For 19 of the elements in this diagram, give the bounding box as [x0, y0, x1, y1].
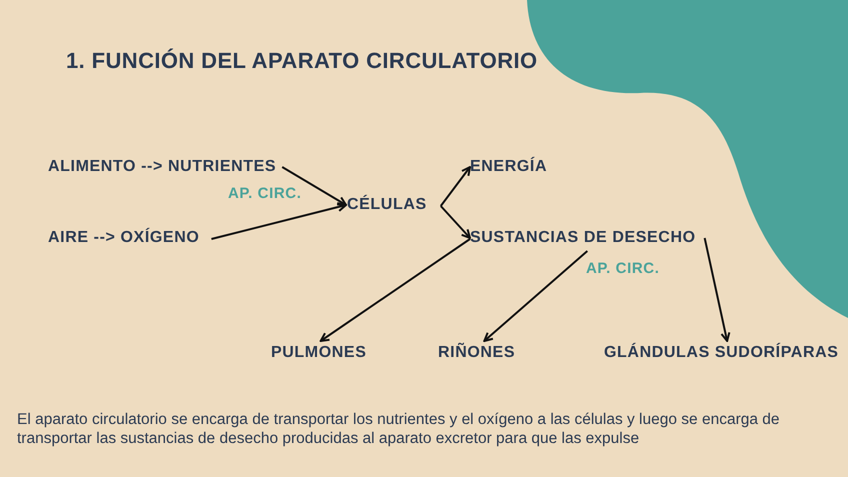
arrow — [282, 166, 347, 206]
arrow — [320, 238, 471, 342]
annotation-label: AP. CIRC. — [228, 184, 302, 204]
annotation-label: AP. CIRC. — [586, 259, 660, 279]
arrow — [440, 205, 471, 239]
description-paragraph: El aparato circulatorio se encarga de transportar los nutrientes y el oxígeno a las células y luego se encarga de transportar las sustancias de desecho producidas al aparato excretor para que las expulse — [17, 410, 781, 448]
concept-label: AIRE --> OXÍGENO — [48, 228, 200, 248]
arrow — [483, 250, 588, 342]
concept-label: CÉLULAS — [347, 195, 427, 215]
concept-label: PULMONES — [271, 343, 366, 363]
concept-label: ENERGÍA — [470, 157, 548, 177]
concept-label: RIÑONES — [438, 343, 516, 363]
slide-title: 1. FUNCIÓN DEL APARATO CIRCULATORIO — [66, 47, 538, 75]
concept-label: GLÁNDULAS SUDORÍPARAS — [604, 343, 839, 363]
concept-label: ALIMENTO --> NUTRIENTES — [48, 157, 276, 177]
arrow — [211, 202, 347, 240]
arrow — [440, 166, 471, 207]
arrow — [704, 238, 730, 342]
concept-label: SUSTANCIAS DE DESECHO — [470, 228, 696, 248]
